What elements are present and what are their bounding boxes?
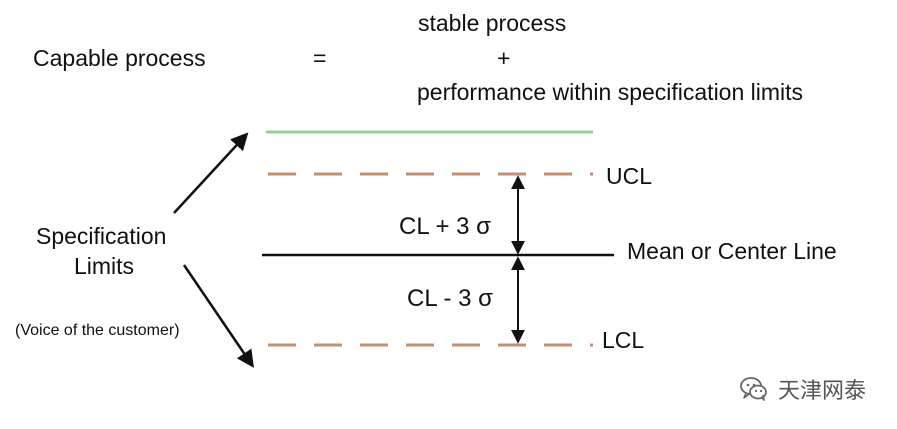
equation-equals-text: = xyxy=(313,45,326,71)
equation-bottom-text: performance within specification limits xyxy=(417,79,803,105)
specification-lower-arrow xyxy=(182,264,254,368)
equation-plus-text: + xyxy=(497,45,510,71)
wechat-icon xyxy=(740,377,767,401)
specification-label-line2: Limits xyxy=(74,253,134,279)
cl-minus-3-sigma-label: CL - 3 σ xyxy=(407,285,493,312)
equation-left-text: Capable process xyxy=(33,45,206,71)
wechat-watermark: 天津网泰 xyxy=(738,372,888,406)
ucl-label: UCL xyxy=(606,163,652,189)
equation-top-text: stable process xyxy=(418,10,566,36)
voice-of-customer-label: (Voice of the customer) xyxy=(15,322,180,339)
cl-plus-3-sigma-label: CL + 3 σ xyxy=(399,213,491,240)
lcl-label: LCL xyxy=(602,327,644,353)
watermark-text: 天津网泰 xyxy=(778,379,867,404)
specification-upper-arrow xyxy=(173,132,249,214)
specification-label-line1: Specification xyxy=(36,223,166,249)
mean-center-line-label: Mean or Center Line xyxy=(627,238,837,264)
